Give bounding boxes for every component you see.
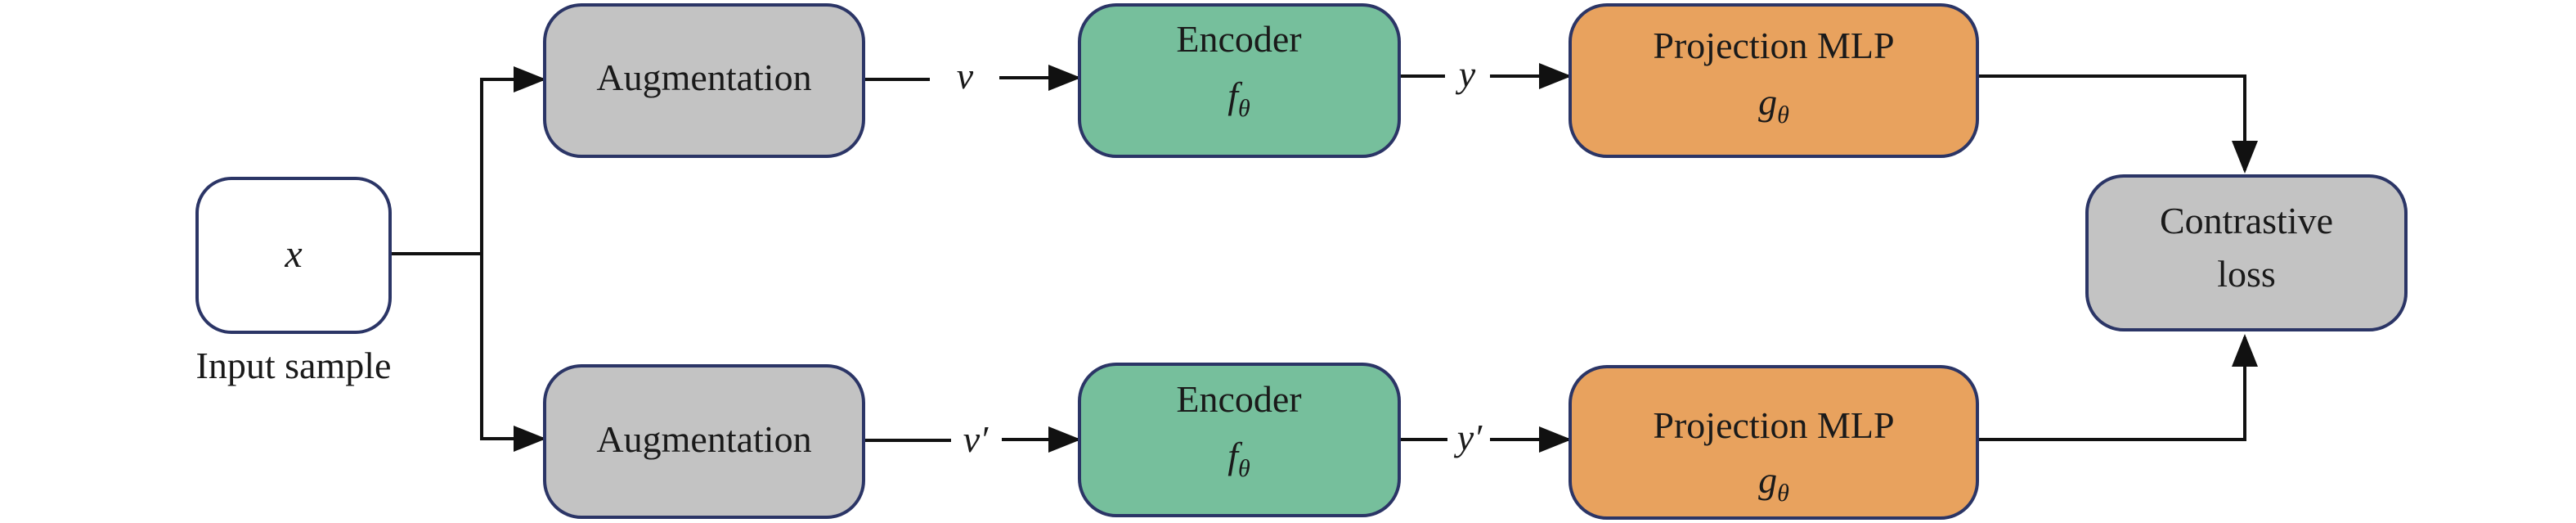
edge-top-projection-to-loss (1977, 74, 2258, 174)
top-representation-label: y (1456, 53, 1476, 95)
top-projection-function: gθ (1758, 81, 1789, 128)
input-caption: Input sample (196, 345, 392, 386)
bottom-encoder-box (1078, 363, 1401, 517)
bottom-projection-title: Projection MLP (1653, 404, 1894, 446)
top-projection-func-sub: θ (1777, 101, 1789, 128)
bottom-encoder-func-sub: θ (1238, 455, 1250, 482)
bottom-projection-node: Projection MLP gθ (1568, 365, 1979, 520)
contrastive-loss-node: Contrastive loss (2085, 174, 2408, 331)
top-encoder-node: Encoder fθ (1078, 3, 1401, 158)
bottom-augmentation-label: Augmentation (596, 418, 811, 460)
input-symbol: x (284, 232, 302, 276)
contrastive-loss-box (2085, 174, 2408, 331)
bottom-encoder-title: Encoder (1176, 378, 1301, 420)
edge-bottom-projection-to-loss (1977, 334, 2258, 441)
input-node: x (195, 177, 392, 334)
bottom-projection-function: gθ (1758, 459, 1789, 507)
bottom-projection-func-sub: θ (1777, 480, 1789, 507)
top-projection-title: Projection MLP (1653, 25, 1894, 66)
top-projection-box (1568, 3, 1979, 158)
bottom-projection-box (1568, 365, 1979, 520)
top-augmentation-node: Augmentation (543, 3, 865, 158)
bottom-projection-func-name: g (1758, 459, 1777, 501)
top-augmentation-label: Augmentation (596, 56, 811, 98)
input-box (195, 177, 392, 334)
top-projection-func-name: g (1758, 81, 1777, 123)
bottom-representation-label: y′ (1454, 417, 1483, 458)
bottom-augmentation-box (543, 364, 865, 519)
top-encoder-box (1078, 3, 1401, 158)
bottom-augmentation-node: Augmentation (543, 364, 865, 519)
bottom-view-label: v′ (963, 418, 989, 460)
top-augmentation-box (543, 3, 865, 158)
top-projection-node: Projection MLP gθ (1568, 3, 1979, 158)
bottom-encoder-node: Encoder fθ (1078, 363, 1401, 517)
top-view-label: v (957, 55, 974, 97)
contrastive-loss-line2: loss (2217, 253, 2276, 295)
top-encoder-func-sub: θ (1238, 95, 1250, 122)
contrastive-loss-line1: Contrastive (2160, 200, 2333, 241)
top-encoder-title: Encoder (1176, 18, 1301, 60)
